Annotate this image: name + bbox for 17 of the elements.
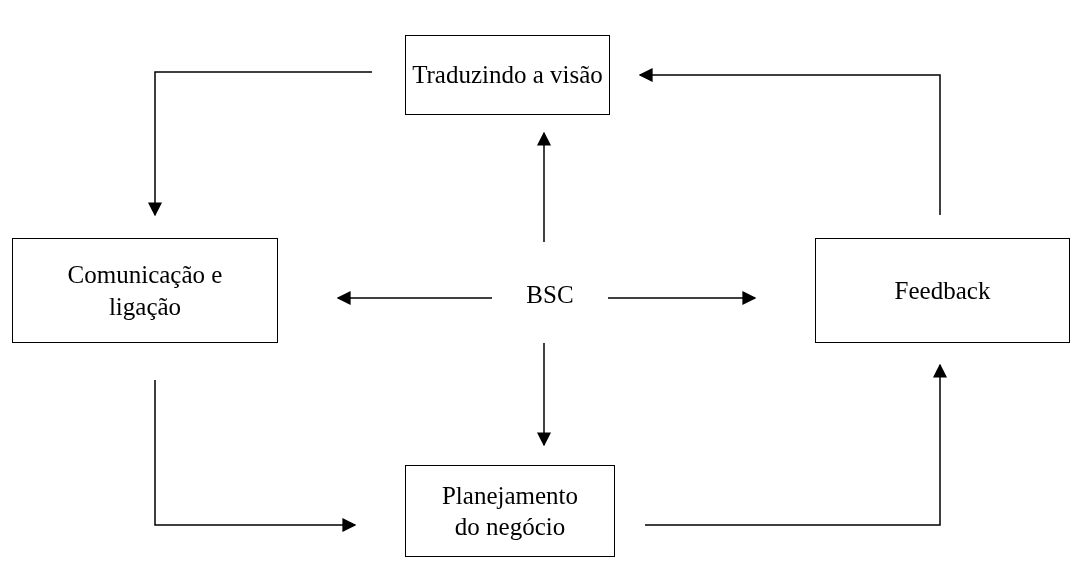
process-box bbox=[405, 35, 610, 115]
process-box bbox=[405, 465, 615, 557]
box-label: Comunicação e ligação bbox=[66, 260, 224, 322]
arrow bbox=[638, 68, 941, 216]
process-box bbox=[12, 238, 278, 343]
arrow bbox=[148, 71, 373, 217]
process-box bbox=[815, 238, 1070, 343]
arrow bbox=[154, 379, 357, 532]
arrow bbox=[537, 131, 551, 243]
box-label: Traduzindo a visão bbox=[412, 60, 603, 91]
box-label: BSC bbox=[526, 280, 574, 311]
box-label: Planejamento do negócio bbox=[441, 480, 579, 542]
box-label: Feedback bbox=[894, 275, 991, 306]
arrow bbox=[644, 363, 947, 526]
arrow bbox=[336, 291, 493, 305]
arrow bbox=[537, 342, 551, 447]
arrow bbox=[607, 291, 757, 305]
